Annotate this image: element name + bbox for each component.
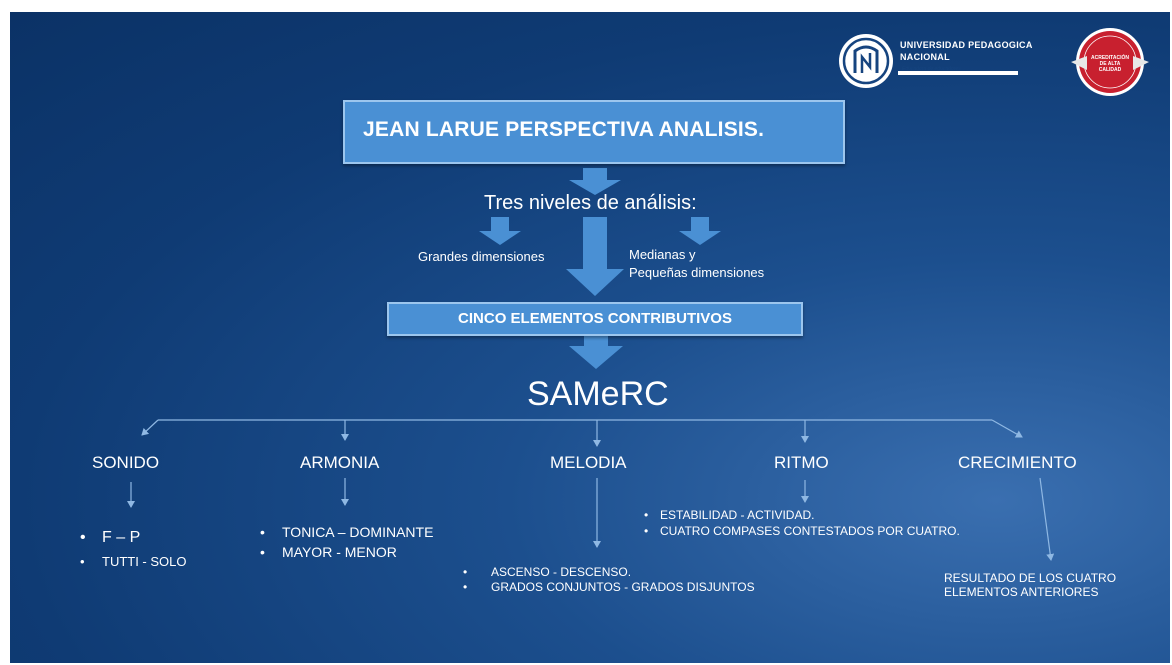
list-item-text: TUTTI - SOLO	[102, 554, 187, 569]
seal-text: ACREDITACIÓN DE ALTA CALIDAD	[1091, 55, 1129, 73]
list-item-text: F – P	[102, 529, 141, 546]
category-crecimiento: CRECIMIENTO	[958, 453, 1077, 472]
accreditation-seal: ACREDITACIÓN DE ALTA CALIDAD	[1069, 26, 1151, 103]
bullet: •	[463, 580, 468, 594]
seal-icon	[1071, 28, 1149, 96]
samerc-acronym: SAMeRC	[527, 375, 669, 413]
university-name-line2: NACIONAL	[900, 52, 950, 62]
bullet: •	[260, 524, 265, 540]
bullet: •	[644, 508, 649, 522]
list-item-text: ESTABILIDAD - ACTIVIDAD.	[660, 508, 815, 522]
list-item: • ASCENSO - DESCENSO.	[463, 565, 631, 579]
category-armonia: ARMONIA	[300, 453, 380, 472]
connector-arrows	[127, 168, 1055, 561]
list-item: • TUTTI - SOLO	[80, 553, 187, 570]
list-item-text: CUATRO COMPASES CONTESTADOS POR CUATRO.	[660, 524, 960, 538]
contributive-elements-label: CINCO ELEMENTOS CONTRIBUTIVOS	[458, 310, 732, 327]
block-arrow-right	[679, 217, 721, 245]
growth-result-text: RESULTADO DE LOS CUATRO ELEMENTOS ANTERI…	[944, 571, 1116, 599]
bullet: •	[80, 554, 85, 569]
university-logo: UNIVERSIDAD PEDAGOGICA NACIONAL Educador…	[836, 31, 1036, 96]
page-title: JEAN LARUE PERSPECTIVA ANALISIS.	[363, 118, 765, 141]
growth-result-line2: ELEMENTOS ANTERIORES	[944, 585, 1099, 599]
bullet: •	[463, 565, 468, 579]
list-item-text: ASCENSO - DESCENSO.	[491, 565, 632, 579]
level-large-dimensions: Grandes dimensiones	[418, 249, 545, 264]
list-item: • ESTABILIDAD - ACTIVIDAD.	[644, 508, 814, 522]
bullet: •	[260, 544, 265, 560]
level-medium-line2: Pequeñas dimensiones	[629, 265, 765, 280]
slide: UNIVERSIDAD PEDAGOGICA NACIONAL Educador…	[10, 12, 1170, 663]
list-item: • GRADOS CONJUNTOS - GRADOS DISJUNTOS	[463, 580, 755, 594]
category-ritmo: RITMO	[774, 453, 829, 472]
list-item-text: TONICA – DOMINANTE	[282, 524, 434, 540]
category-melodia: MELODIA	[550, 453, 627, 472]
university-tagline: Educadora de educadores	[902, 66, 961, 72]
block-arrow-down	[569, 168, 621, 195]
levels-heading: Tres niveles de análisis:	[484, 192, 697, 214]
university-name-line1: UNIVERSIDAD PEDAGOGICA	[900, 40, 1033, 50]
category-sonido: SONIDO	[92, 453, 160, 472]
bullet: •	[80, 529, 86, 546]
list-item: • F – P	[80, 528, 140, 548]
contributive-elements-box: CINCO ELEMENTOS CONTRIBUTIVOS	[387, 302, 803, 336]
list-item-text: GRADOS CONJUNTOS - GRADOS DISJUNTOS	[491, 580, 755, 594]
bullet: •	[644, 524, 649, 538]
list-item: • CUATRO COMPASES CONTESTADOS POR CUATRO.	[644, 524, 960, 538]
university-emblem-icon	[839, 34, 1018, 88]
level-medium-line1: Medianas y	[629, 247, 696, 262]
growth-result-line1: RESULTADO DE LOS CUATRO	[944, 571, 1117, 585]
title-box: JEAN LARUE PERSPECTIVA ANALISIS.	[343, 100, 845, 164]
level-medium-small-dimensions: Medianas y Pequeñas dimensiones	[629, 246, 764, 282]
list-item: • TONICA – DOMINANTE	[260, 524, 433, 541]
block-arrow-samerc	[569, 335, 623, 369]
list-item-text: MAYOR - MENOR	[282, 544, 397, 560]
block-arrow-center	[566, 217, 624, 296]
list-item: • MAYOR - MENOR	[260, 544, 397, 561]
block-arrow-left	[479, 217, 521, 245]
